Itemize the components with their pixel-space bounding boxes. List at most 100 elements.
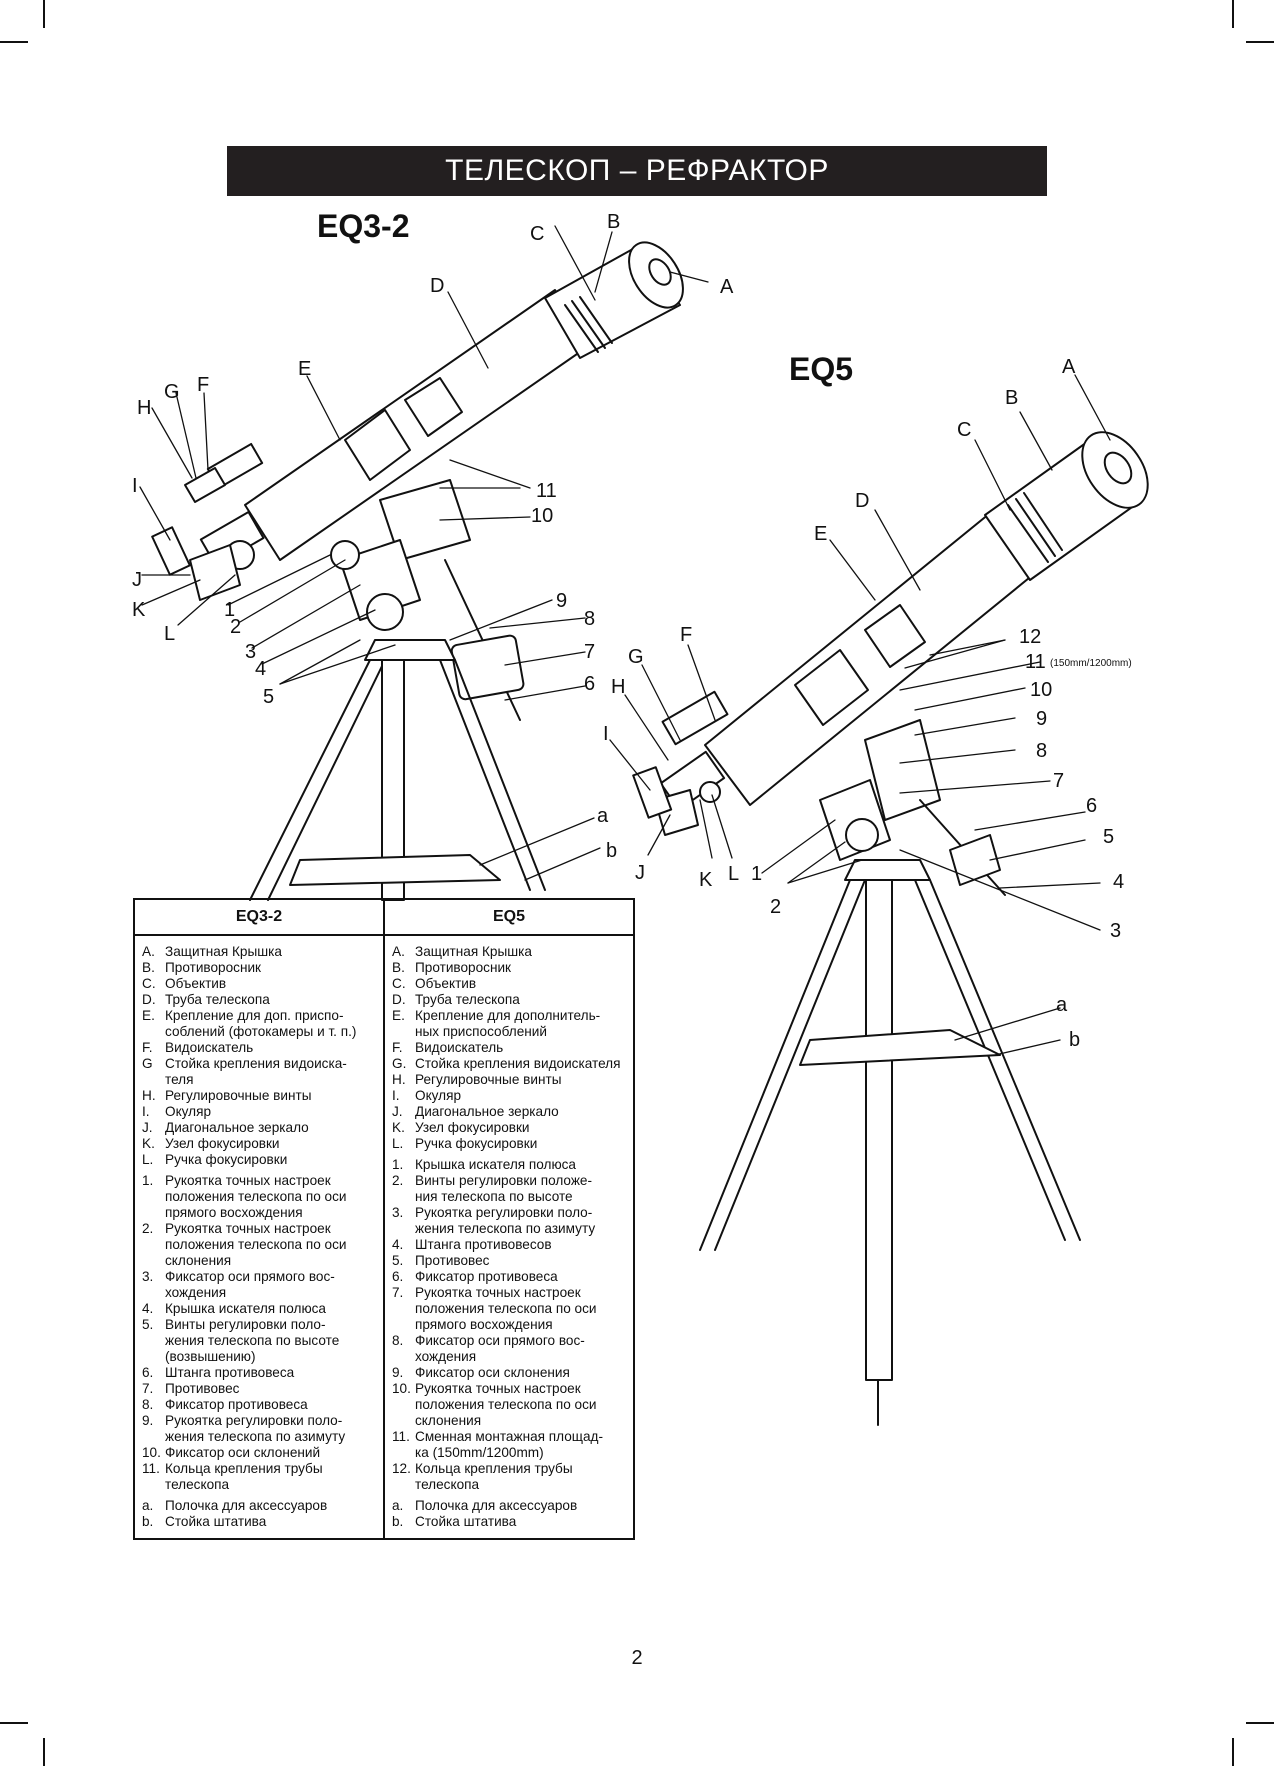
legend-item-key: L. bbox=[392, 1136, 404, 1151]
legend-item-key: 7. bbox=[142, 1381, 154, 1396]
eq3-callout-b: B bbox=[607, 211, 620, 233]
eq5-callout-8: 8 bbox=[1036, 740, 1047, 762]
legend-item: 8.Фиксатор оси прямого вос- хождения bbox=[392, 1333, 627, 1365]
legend-item-key: E. bbox=[142, 1008, 155, 1023]
legend-item-key: 12. bbox=[392, 1461, 411, 1476]
eq3-callout-3: 3 bbox=[245, 641, 256, 663]
eq5-callout-b-leg: b bbox=[1069, 1029, 1080, 1051]
legend-item: D.Труба телескопа bbox=[142, 992, 377, 1008]
legend-item-text: Рукоятка точных настроек положения телес… bbox=[415, 1381, 597, 1428]
legend-item: C.Объектив bbox=[142, 976, 377, 992]
legend-item-text: Ручка фокусировки bbox=[415, 1136, 538, 1151]
legend-item-text: Противоросник bbox=[165, 960, 262, 975]
eq3-callout-c: C bbox=[530, 223, 544, 245]
legend-item-text: Кольца крепления трубы телескопа bbox=[415, 1461, 573, 1492]
legend-item-key: a. bbox=[142, 1498, 154, 1513]
eq3-telescope-drawing bbox=[151, 241, 684, 901]
legend-item-key: B. bbox=[142, 960, 155, 975]
legend-item-key: 5. bbox=[142, 1317, 154, 1332]
crop-mark-bottom-left-vertical bbox=[43, 1738, 45, 1766]
eq3-callout-i: I bbox=[132, 475, 138, 497]
eq5-model-label: EQ5 bbox=[789, 351, 854, 387]
legend-item-key: 9. bbox=[142, 1413, 154, 1428]
eq3-callouts: C B A D E H G F I J K L 1 2 3 4 5 11 10 … bbox=[132, 211, 734, 862]
legend-item-text: Рукоятка точных настроек положения телес… bbox=[165, 1173, 347, 1220]
eq5-callout-4: 4 bbox=[1113, 871, 1124, 893]
legend-item: 4.Крышка искателя полюса bbox=[142, 1301, 377, 1317]
eq5-callout-g: G bbox=[628, 646, 644, 668]
legend-item-text: Крышка искателя полюса bbox=[165, 1301, 326, 1316]
eq5-callout-e: E bbox=[814, 523, 827, 545]
eq5-callout-6: 6 bbox=[1086, 795, 1097, 817]
legend-item-text: Окуляр bbox=[415, 1088, 462, 1103]
legend-item: I.Окуляр bbox=[392, 1088, 627, 1104]
eq5-telescope-drawing bbox=[632, 431, 1149, 1426]
legend-item-key: E. bbox=[392, 1008, 405, 1023]
legend-item: I.Окуляр bbox=[142, 1104, 377, 1120]
legend-item: K.Узел фокусировки bbox=[142, 1136, 377, 1152]
eq5-callout-1: 1 bbox=[751, 863, 762, 885]
legend-item-text: Крышка искателя полюса bbox=[415, 1157, 576, 1172]
legend-item-key: 8. bbox=[392, 1333, 404, 1348]
legend-col-header-eq5: EQ5 bbox=[492, 908, 525, 925]
legend-item: 3.Фиксатор оси прямого вос- хождения bbox=[142, 1269, 377, 1301]
legend-item-text: Защитная Крышка bbox=[165, 944, 282, 959]
legend-item-key: B. bbox=[392, 960, 405, 975]
legend-item-text: Крепление для дополнитель- ных приспособ… bbox=[415, 1008, 601, 1039]
legend-item-text: Труба телескопа bbox=[415, 992, 520, 1007]
legend-item-key: 2. bbox=[392, 1173, 404, 1188]
eq3-model-label: EQ3-2 bbox=[317, 208, 410, 244]
legend-item-text: Кольца крепления трубы телескопа bbox=[165, 1461, 323, 1492]
legend-item-text: Рукоятка точных настроек положения телес… bbox=[415, 1285, 597, 1332]
crop-mark-top-right-horizontal bbox=[1246, 41, 1274, 43]
eq3-callout-1: 1 bbox=[224, 599, 235, 621]
eq5-callout-11-note: (150mm/1200mm) bbox=[1050, 658, 1132, 669]
legend-item: 1. Крышка искателя полюса bbox=[392, 1157, 627, 1173]
eq3-callout-7: 7 bbox=[584, 641, 595, 663]
legend-item-text: Фиксатор противовеса bbox=[415, 1269, 558, 1284]
legend-header-row: EQ3-2 EQ5 bbox=[135, 900, 633, 936]
legend-item-key: 10. bbox=[392, 1381, 411, 1396]
legend-item-text: Стойка крепления видоискателя bbox=[415, 1056, 621, 1071]
eq3-callout-k: K bbox=[132, 599, 146, 621]
legend-item-text: Труба телескопа bbox=[165, 992, 270, 1007]
legend-item: 2.Винты регулировки положе- ния телескоп… bbox=[392, 1173, 627, 1205]
legend-item-key: G bbox=[142, 1056, 153, 1071]
legend-item-text: Полочка для аксессуаров bbox=[165, 1498, 328, 1513]
legend-item: 2.Рукоятка точных настроек положения тел… bbox=[142, 1221, 377, 1269]
legend-item: J.Диагональное зеркало bbox=[392, 1104, 627, 1120]
eq3-callout-d: D bbox=[430, 275, 444, 297]
eq5-callout-c: C bbox=[957, 419, 971, 441]
legend-item-key: A. bbox=[142, 944, 155, 959]
legend-item-key: F. bbox=[392, 1040, 403, 1055]
legend-item: 9.Рукоятка регулировки поло- жения телес… bbox=[142, 1413, 377, 1445]
legend-item-text: Стойка штатива bbox=[415, 1514, 517, 1529]
eq3-callout-9: 9 bbox=[556, 590, 567, 612]
legend-item: G.Стойка крепления видоискателя bbox=[392, 1056, 627, 1072]
legend-item-text: Противовес bbox=[415, 1253, 490, 1268]
legend-item: A.Защитная Крышка bbox=[392, 944, 627, 960]
eq3-callout-6: 6 bbox=[584, 673, 595, 695]
legend-item: H.Регулировочные винты bbox=[392, 1072, 627, 1088]
legend-item: 8.Фиксатор противовеса bbox=[142, 1397, 377, 1413]
crop-mark-top-left-vertical bbox=[43, 0, 45, 28]
eq3-callout-h: H bbox=[137, 397, 151, 419]
eq3-callout-4: 4 bbox=[255, 658, 266, 680]
legend-item: F.Видоискатель bbox=[392, 1040, 627, 1056]
legend-item-text: Защитная Крышка bbox=[415, 944, 532, 959]
legend-item-text: Рукоятка регулировки поло- жения телеско… bbox=[415, 1205, 596, 1236]
eq5-callout-3: 3 bbox=[1110, 920, 1121, 942]
legend-item-key: 4. bbox=[392, 1237, 404, 1252]
legend-item-text: Диагональное зеркало bbox=[415, 1104, 559, 1119]
legend-item-key: D. bbox=[392, 992, 406, 1007]
eq3-callout-2: 2 bbox=[230, 616, 241, 638]
legend-item-key: 10. bbox=[142, 1445, 161, 1460]
crop-mark-top-right-vertical bbox=[1232, 0, 1234, 28]
legend-item-key: 1. bbox=[392, 1157, 404, 1172]
